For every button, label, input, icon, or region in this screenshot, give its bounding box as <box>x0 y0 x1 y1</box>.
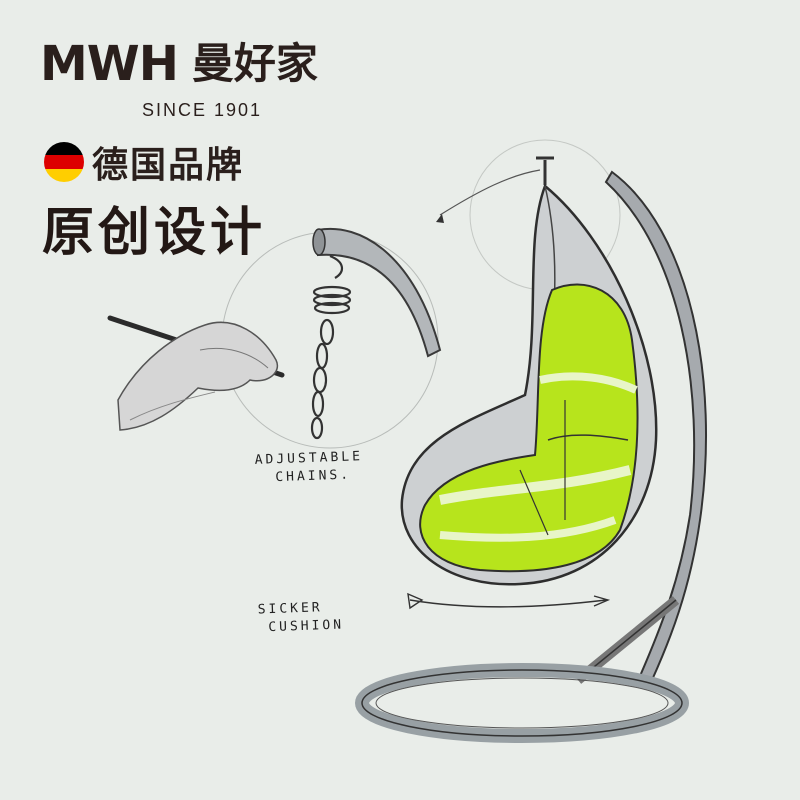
chain-annotation: ADJUSTABLE CHAINS. <box>254 449 364 485</box>
hand-drawing-icon <box>107 315 285 431</box>
cushion-annotation: SICKER CUSHION <box>257 600 345 635</box>
brand-chinese-name: 曼好家 <box>191 39 318 88</box>
hook-detail <box>312 227 442 358</box>
brand-logo: MWH 曼好家 <box>40 40 370 88</box>
swing-arrow-icon <box>409 599 607 608</box>
brand-origin: 德国品牌 <box>44 136 244 188</box>
origin-label: 德国品牌 <box>92 145 245 186</box>
brand-since: SINCE 1901 <box>142 100 263 120</box>
chair-stand <box>355 170 708 743</box>
slogan: 原创设计 <box>42 203 267 263</box>
german-flag-icon <box>44 142 84 182</box>
chain-icon <box>310 254 352 440</box>
brand-latin-name: MWH <box>40 36 179 92</box>
cushion <box>419 283 639 573</box>
